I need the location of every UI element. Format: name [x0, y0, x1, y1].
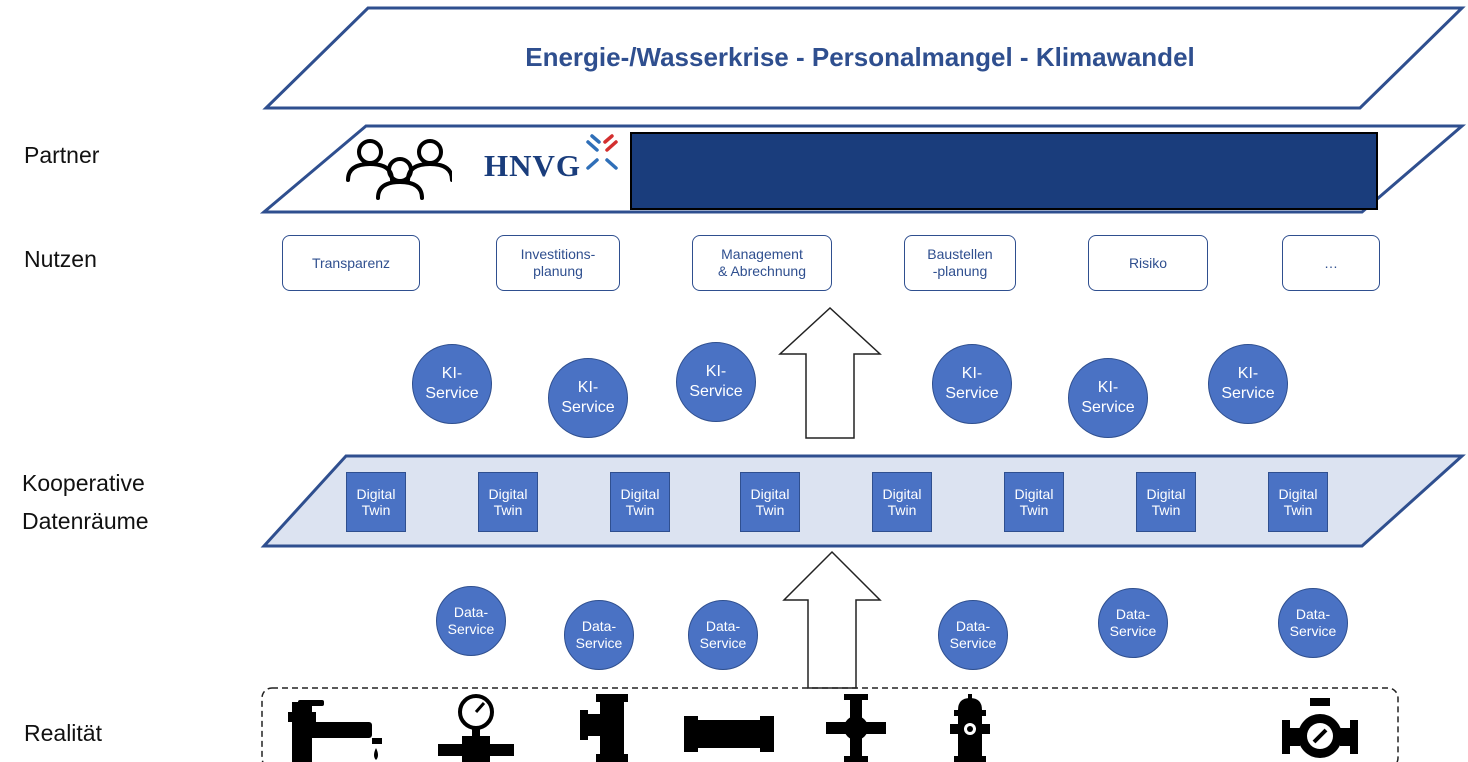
up-arrow-top: [778, 306, 882, 439]
pipe-coupling-icon: [684, 716, 774, 752]
benefit-baustellenplanung: Baustellen -planung: [904, 235, 1016, 291]
row-label-kooperative: Kooperative: [22, 470, 145, 496]
partner-placeholder-box: [630, 132, 1378, 210]
row-label-realitaet: Realität: [24, 720, 102, 746]
digital-twin-node: Digital Twin: [478, 472, 538, 532]
digital-twin-node: Digital Twin: [346, 472, 406, 532]
data-service-node: Data- Service: [1278, 588, 1348, 658]
crisis-title: Energie-/Wasserkrise - Personalmangel - …: [525, 42, 1195, 72]
data-service-node: Data- Service: [564, 600, 634, 670]
row-label-datenraeume: Datenräume: [22, 508, 149, 534]
ki-service-node: KI- Service: [676, 342, 756, 422]
digital-twin-node: Digital Twin: [610, 472, 670, 532]
ki-service-node: KI- Service: [1068, 358, 1148, 438]
cross-fitting-icon: [826, 694, 886, 762]
up-arrow-bottom: [782, 550, 882, 689]
reality-frame: [261, 687, 1399, 762]
crisis-plane: [262, 6, 1466, 110]
hnvg-logo-mark: [586, 134, 618, 170]
ki-service-node: KI- Service: [548, 358, 628, 438]
benefit-more: …: [1282, 235, 1380, 291]
faucet-icon: [288, 700, 382, 762]
data-service-node: Data- Service: [938, 600, 1008, 670]
pressure-gauge-icon: [438, 694, 514, 762]
benefit-management-abrechnung: Management & Abrechnung: [692, 235, 832, 291]
partners-icon: [346, 139, 452, 200]
benefit-transparenz: Transparenz: [282, 235, 420, 291]
row-label-nutzen: Nutzen: [24, 246, 97, 272]
hnvg-logo: HNVG: [484, 148, 581, 183]
digital-twin-node: Digital Twin: [1136, 472, 1196, 532]
digital-twin-node: Digital Twin: [1004, 472, 1064, 532]
benefit-investitionsplanung: Investitions- planung: [496, 235, 620, 291]
pump-icon: [1282, 698, 1358, 758]
ki-service-node: KI- Service: [1208, 344, 1288, 424]
digital-twin-node: Digital Twin: [1268, 472, 1328, 532]
digital-twin-node: Digital Twin: [872, 472, 932, 532]
ki-service-node: KI- Service: [932, 344, 1012, 424]
data-service-node: Data- Service: [688, 600, 758, 670]
hydrant-icon: [950, 694, 990, 762]
tee-fitting-icon: [580, 694, 628, 762]
benefit-risiko: Risiko: [1088, 235, 1208, 291]
digital-twin-node: Digital Twin: [740, 472, 800, 532]
ki-service-node: KI- Service: [412, 344, 492, 424]
data-service-node: Data- Service: [1098, 588, 1168, 658]
data-service-node: Data- Service: [436, 586, 506, 656]
row-label-partner: Partner: [24, 142, 100, 168]
